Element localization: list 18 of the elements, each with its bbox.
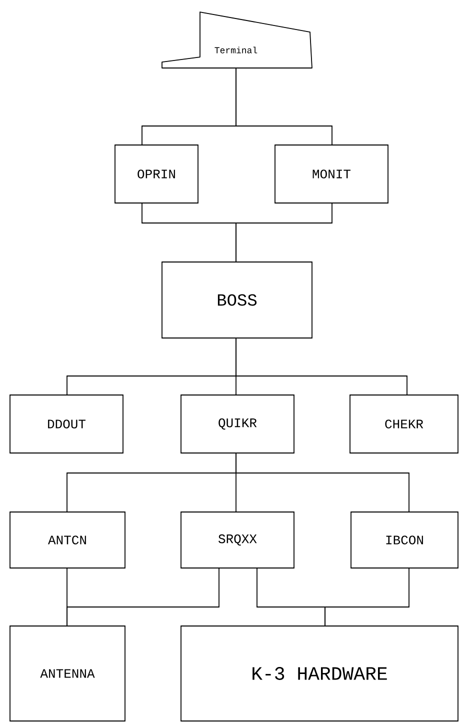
- module-box: OPRIN: [114, 144, 198, 204]
- connector-line: [236, 68, 332, 145]
- module-box: QUIKR: [180, 394, 294, 454]
- connector-line: [236, 203, 332, 262]
- connector-line: [236, 338, 408, 395]
- module-box: CHEKR: [350, 394, 458, 454]
- module-box: BOSS: [162, 262, 312, 338]
- connector-line: [324, 568, 410, 626]
- module-box: DDOUT: [10, 394, 124, 454]
- module-box: ANTENNA: [10, 626, 126, 722]
- module-box: IBCON: [350, 512, 458, 568]
- module-box: MONIT: [274, 144, 388, 204]
- module-box: ANTCN: [10, 512, 126, 568]
- terminal-drawing: Terminal: [162, 12, 312, 68]
- connector-line: [236, 453, 410, 512]
- module-box: SRQXX: [180, 512, 294, 568]
- module-box: K-3 HARDWARE: [180, 626, 458, 722]
- connector-line: [66, 568, 220, 626]
